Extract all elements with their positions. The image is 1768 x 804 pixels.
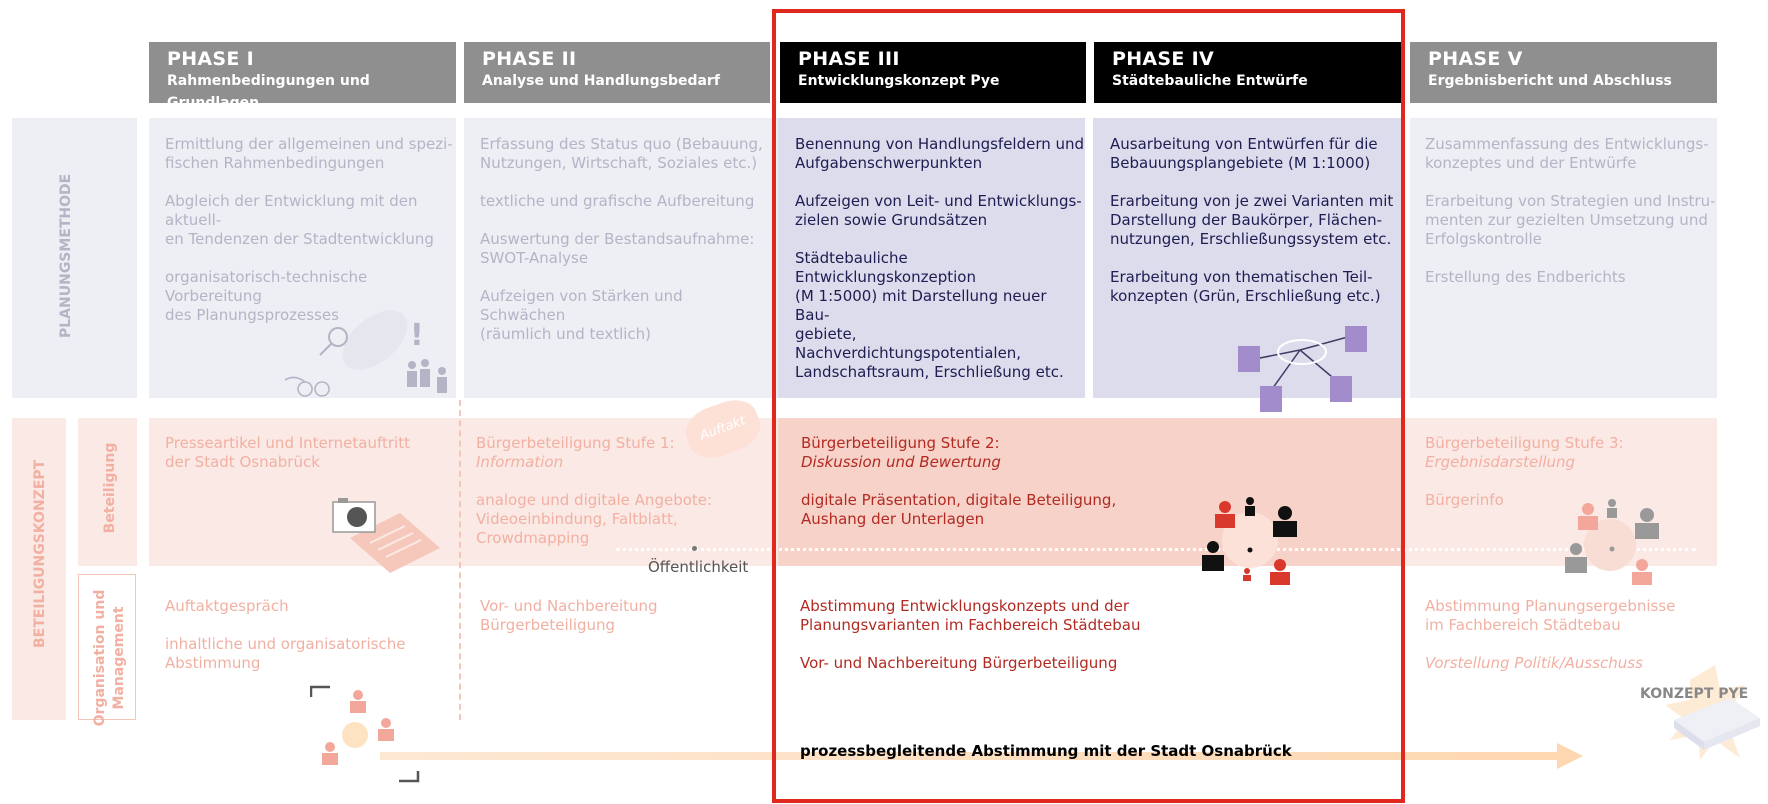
beteiligungskonzept-box: [12, 418, 66, 720]
organisation-phase-5: Abstimmung Planungsergebnisse im Fachber…: [1425, 597, 1715, 692]
phase-4-title: PHASE IV: [1112, 48, 1214, 70]
stufe-3-title: Bürgerbeteiligung Stufe 3:: [1425, 434, 1624, 452]
phase-2-subtitle: Analyse und Handlungsbedarf: [482, 73, 720, 89]
beteiligung-band-phase3-4: [778, 418, 1402, 566]
meeting-illustration: [310, 685, 420, 783]
planning-phase-5: Zusammenfassung des Entwicklungs- konzep…: [1425, 135, 1717, 306]
discussion-people-illustration: [1202, 497, 1297, 585]
planning-3-item: Städtebauliche Entwicklungskonzeption (M…: [795, 249, 1064, 381]
book-illustration: [1665, 665, 1760, 760]
stufe-2-title: Bürgerbeteiligung Stufe 2:: [801, 434, 1000, 452]
phase-3-header: PHASE III Entwicklungskonzept Pye: [780, 42, 1086, 103]
planning-1-item: organisatorisch-technische Vorbereitung …: [165, 268, 368, 324]
phase-5-subtitle: Ergebnisbericht und Abschluss: [1428, 73, 1672, 89]
network-illustration: [1238, 326, 1367, 412]
phase-4-subtitle: Städtebauliche Entwürfe: [1112, 73, 1308, 89]
planning-phase-3: Benennung von Handlungsfeldern und Aufga…: [795, 135, 1085, 401]
phase-4-header: PHASE IV Städtebauliche Entwürfe: [1094, 42, 1402, 103]
planning-3-item: Benennung von Handlungsfeldern und Aufga…: [795, 135, 1085, 172]
planning-4-item: Ausarbeitung von Entwürfen für die Bebau…: [1110, 135, 1378, 172]
planning-1-item: Ermittlung der allgemeinen und spezi- fi…: [165, 135, 453, 172]
phase-2-title: PHASE II: [482, 48, 577, 70]
organisation-phase-1: Auftaktgespräch inhaltliche und organisa…: [165, 597, 445, 692]
phase-5-title: PHASE V: [1428, 48, 1523, 70]
organisation-1-item: inhaltliche und organisatorische Abstimm…: [165, 635, 406, 672]
phase2-dashed-divider: [459, 400, 461, 720]
process-arrow-line: [380, 752, 1560, 760]
phase-1-subtitle: Rahmenbedingungen und Grundlagen: [167, 73, 370, 111]
process-arrow-head: [1557, 743, 1583, 769]
beteiligung-label: Beteiligung: [102, 442, 118, 534]
research-illustration: !: [284, 310, 447, 397]
phase-5-header: PHASE V Ergebnisbericht und Abschluss: [1410, 42, 1717, 103]
oeffentlichkeit-dot: [692, 546, 697, 551]
beteiligungskonzept-label: BETEILIGUNGSKONZEPT: [32, 459, 48, 648]
result-people-illustration: [1565, 499, 1659, 585]
oeffentlichkeit-label: Öffentlichkeit: [648, 558, 749, 576]
organisation-label-line2: Management: [111, 606, 127, 710]
phase-1-header: PHASE I Rahmenbedingungen und Grundlagen: [149, 42, 456, 111]
planning-phase-4: Ausarbeitung von Entwürfen für die Bebau…: [1110, 135, 1402, 325]
planning-5-item: Zusammenfassung des Entwicklungs- konzep…: [1425, 135, 1709, 172]
stufe-2-body: digitale Präsentation, digitale Beteilig…: [801, 491, 1117, 528]
organisation-phase-2: Vor- und Nachbereitung Bürgerbeteiligung: [480, 597, 658, 634]
stufe-1-body: analoge und digitale Angebote: Videoeinb…: [476, 491, 713, 547]
organisation-label-line1: Organisation und: [92, 589, 108, 727]
stufe-3-subtitle: Ergebnisdarstellung: [1425, 453, 1576, 471]
planning-2-item: Aufzeigen von Stärken und Schwächen (räu…: [480, 287, 683, 343]
planning-2-item: Erfassung des Status quo (Bebauung, Nutz…: [480, 135, 763, 172]
organisation-5-item: Abstimmung Planungsergebnisse im Fachber…: [1425, 597, 1676, 634]
planning-3-item: Aufzeigen von Leit- und Entwicklungs- zi…: [795, 192, 1082, 229]
planning-4-item: Erarbeitung von je zwei Varianten mit Da…: [1110, 192, 1394, 248]
stufe-1-title: Bürgerbeteiligung Stufe 1:: [476, 434, 675, 452]
planning-4-item: Erarbeitung von thematischen Teil- konze…: [1110, 268, 1381, 305]
organisation-phase-3: Abstimmung Entwicklungskonzepts und der …: [800, 597, 1200, 692]
planning-5-item: Erarbeitung von Strategien und Instru- m…: [1425, 192, 1716, 248]
phase-3-title: PHASE III: [798, 48, 900, 70]
phase-3-subtitle: Entwicklungskonzept Pye: [798, 73, 1000, 89]
process-label: prozessbegleitende Abstimmung mit der St…: [800, 742, 1292, 760]
planning-5-item: Erstellung des Endberichts: [1425, 268, 1626, 286]
organisation-label: Organisation und Management: [91, 578, 131, 738]
stufe-2-subtitle: Diskussion und Bewertung: [801, 453, 1001, 471]
planning-band-phase3: [778, 118, 1085, 398]
organisation-1-item: Auftaktgespräch: [165, 597, 289, 615]
planning-phase-1: Ermittlung der allgemeinen und spezi- fi…: [165, 135, 455, 344]
planning-2-item: Auswertung der Bestandsaufnahme: SWOT-An…: [480, 230, 755, 267]
organisation-box: [78, 574, 136, 720]
beteiligung-phase-3: Bürgerbeteiligung Stufe 2: Diskussion un…: [801, 434, 1121, 529]
organisation-5-item: Vorstellung Politik/Ausschuss: [1425, 654, 1643, 672]
planungsmethode-label: PLANUNGSMETHODE: [58, 173, 74, 338]
phase-1-title: PHASE I: [167, 48, 254, 70]
stufe-1-subtitle: Information: [476, 453, 564, 471]
beteiligung-phase-1: Presseartikel und Internetauftritt der S…: [165, 434, 410, 471]
phase-3-4-highlight-frame: [772, 9, 1405, 803]
camera-newspaper-illustration: [332, 498, 440, 573]
organisation-3-item: Abstimmung Entwicklungskonzepts und der …: [800, 597, 1141, 634]
svg-text:!: !: [410, 318, 424, 353]
beteiligung-phase-5: Bürgerbeteiligung Stufe 3: Ergebnisdarst…: [1425, 434, 1715, 510]
planning-phase-2: Erfassung des Status quo (Bebauung, Nutz…: [480, 135, 770, 363]
planning-2-item: textliche und grafische Aufbereitung: [480, 192, 755, 210]
oeffentlichkeit-line: [616, 548, 1696, 551]
planning-1-item: Abgleich der Entwicklung mit den aktuell…: [165, 192, 434, 248]
phase-2-header: PHASE II Analyse und Handlungsbedarf: [464, 42, 770, 103]
beteiligung-phase-2: Bürgerbeteiligung Stufe 1: Information a…: [476, 434, 766, 548]
konzept-pye-label: KONZEPT PYE: [1640, 686, 1749, 702]
organisation-3-item: Vor- und Nachbereitung Bürgerbeteiligung: [800, 654, 1118, 672]
stufe-3-body: Bürgerinfo: [1425, 491, 1504, 509]
